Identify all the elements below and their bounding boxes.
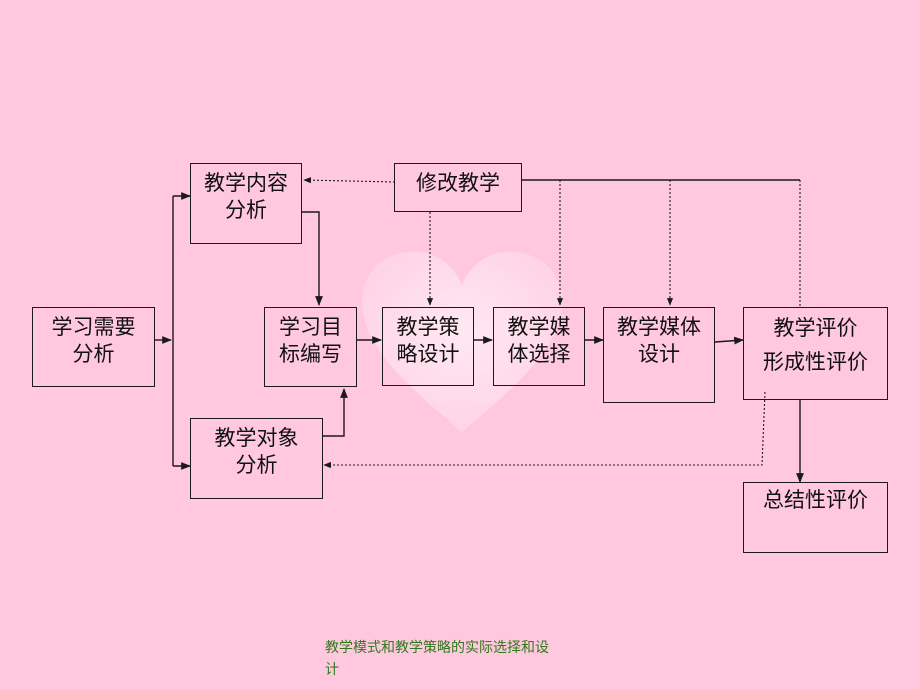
- learning-objectives-box: 学习目 标编写: [264, 307, 357, 387]
- footer-caption: 教学模式和教学策略的实际选择和设 计: [325, 637, 615, 681]
- revise-teaching-box: 修改教学: [394, 163, 522, 212]
- teaching-content-analysis-box: 教学内容 分析: [190, 163, 302, 244]
- footer-line: 计: [325, 662, 339, 678]
- box-label: 设计: [638, 342, 680, 366]
- box-label: 分析: [235, 453, 278, 477]
- box-label: 教学内容: [204, 171, 288, 195]
- box-label: 教学策: [396, 315, 460, 339]
- box-label: 总结性评价: [763, 488, 868, 512]
- box-label: 修改教学: [416, 171, 500, 195]
- box-label: 形成性评价: [763, 350, 868, 374]
- box-label: 分析: [225, 198, 267, 222]
- box-label: 分析: [72, 342, 115, 366]
- box-label: 教学对象: [214, 426, 299, 450]
- media-design-box: 教学媒体 设计: [603, 307, 715, 403]
- box-label: 教学媒体: [617, 315, 701, 339]
- summative-evaluation-box: 总结性评价: [743, 482, 888, 553]
- learning-needs-analysis-box: 学习需要 分析: [32, 307, 155, 387]
- teaching-strategy-design-box: 教学策 略设计: [382, 307, 474, 386]
- box-label: 教学媒: [507, 315, 571, 339]
- box-label: 略设计: [396, 342, 460, 366]
- formative-evaluation-box: 教学评价 形成性评价: [743, 307, 888, 400]
- box-label: 学习目: [279, 315, 342, 339]
- media-selection-box: 教学媒 体选择: [493, 307, 585, 386]
- box-label: 教学评价: [773, 316, 858, 340]
- learner-analysis-box: 教学对象 分析: [190, 418, 323, 499]
- footer-line: 教学模式和教学策略的实际选择和设: [325, 640, 549, 656]
- box-label: 标编写: [279, 342, 342, 366]
- box-label: 体选择: [507, 342, 571, 366]
- box-label: 学习需要: [51, 315, 136, 339]
